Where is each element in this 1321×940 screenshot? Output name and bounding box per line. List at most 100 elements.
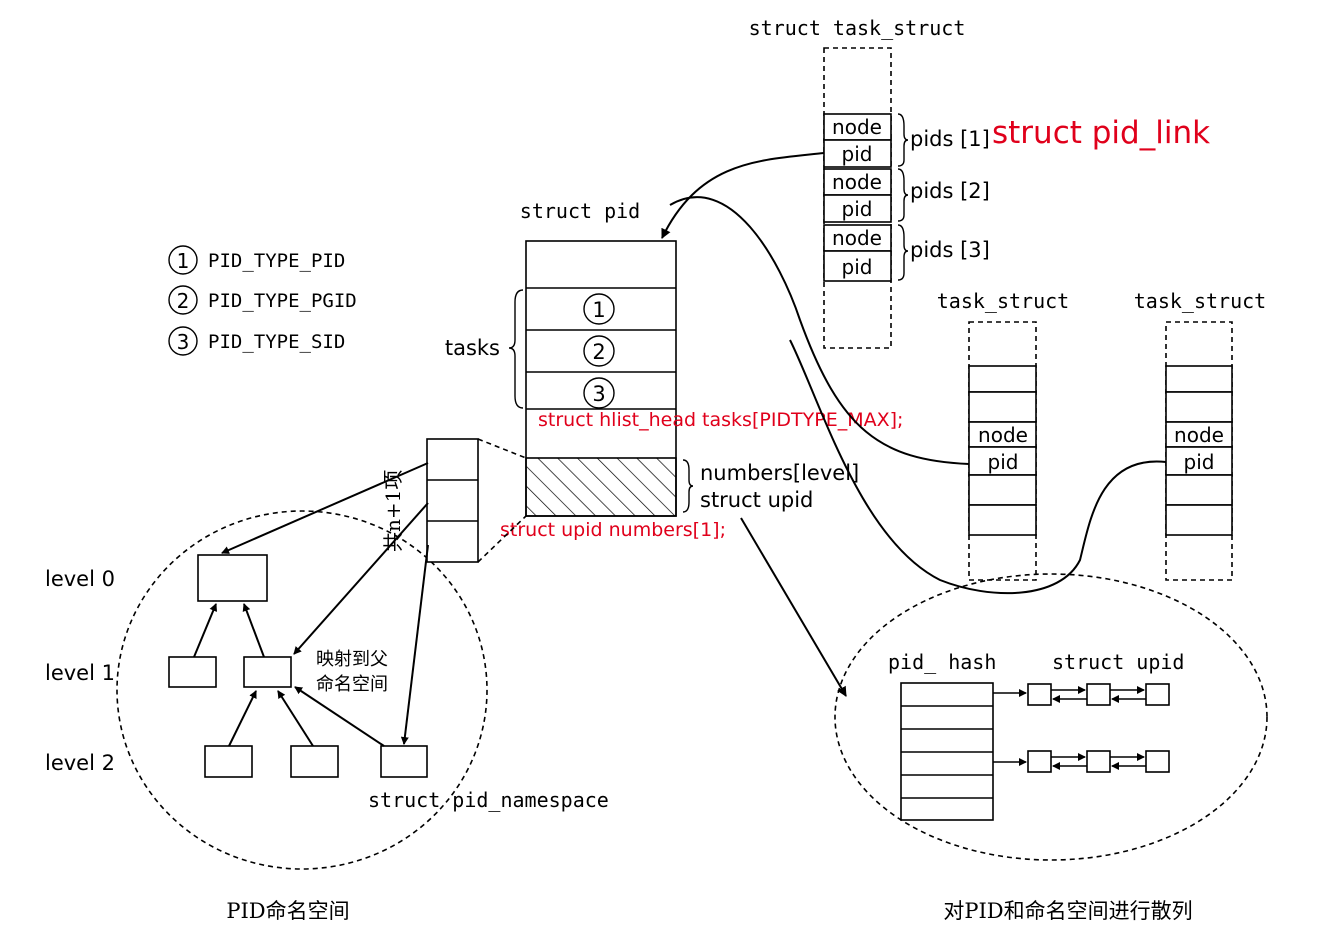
upid-numbers-annotation: struct upid numbers[1]; xyxy=(500,519,726,541)
ns-node-level0 xyxy=(197,554,268,602)
map-label-2: 命名空间 xyxy=(316,674,388,695)
namespace-struct-label: struct pid_namespace xyxy=(368,788,609,812)
hash-upid-title: struct upid xyxy=(1052,650,1184,674)
ns-node-level2-c xyxy=(380,745,428,778)
namespace-ellipse xyxy=(116,510,488,870)
task-struct-a-node-label: node xyxy=(978,423,1028,447)
task-struct-a-row xyxy=(968,391,1037,423)
task-a-curve xyxy=(669,196,970,465)
ns-node-level1-b xyxy=(243,656,292,688)
upid-chain1-node1 xyxy=(1027,683,1052,706)
pid-hash: pid_ hash struct upid 对PID和命名空间进行散列 xyxy=(834,573,1268,923)
task-struct-main-title: struct task_struct xyxy=(749,16,966,40)
upid-chain2-node2 xyxy=(1086,750,1111,773)
task-struct-a-pid-label: pid xyxy=(988,450,1019,474)
pid-link-node-3 xyxy=(823,224,892,252)
namespace-caption: PID命名空间 xyxy=(226,899,349,923)
legend-circle-2 xyxy=(168,285,198,315)
pid-link-node-1 xyxy=(823,113,892,141)
pids-label-1: pids [1] xyxy=(910,127,990,151)
task-struct-b-node-label: node xyxy=(1174,423,1224,447)
ns-parent-edge xyxy=(294,686,385,747)
map-arrow-level1 xyxy=(293,502,429,655)
pids-brace-3 xyxy=(897,224,909,281)
ns-node-level2-a xyxy=(204,745,253,778)
upid-chain1-node3 xyxy=(1145,683,1170,706)
upid-chain2-node1 xyxy=(1027,750,1052,773)
upid-chain1-node2 xyxy=(1086,683,1111,706)
legend-num-1: 1 xyxy=(177,249,190,273)
node-label-3: node xyxy=(832,226,882,250)
ns-parent-edge xyxy=(228,690,257,747)
task-struct-a-title: task_struct xyxy=(937,289,1069,313)
pids-brace-1 xyxy=(897,113,909,167)
legend-text-2: PID_TYPE_PGID xyxy=(208,290,357,312)
task-struct-main: struct task_struct node pid node pid nod… xyxy=(749,16,1210,349)
pid-label-2: pid xyxy=(842,197,873,221)
legend-num-2: 2 xyxy=(177,289,190,313)
task-struct-a-row xyxy=(968,365,1037,393)
pid-link-annotation: struct pid_link xyxy=(992,115,1210,151)
ns-parent-edge xyxy=(242,603,265,658)
pid-type-legend: 1 2 3 PID_TYPE_PID PID_TYPE_PGID PID_TYP… xyxy=(168,245,357,356)
pid-link-pid-2 xyxy=(823,194,892,223)
pid-label-3: pid xyxy=(842,255,873,279)
task-struct-b-row xyxy=(1165,365,1233,393)
task-struct-b-pid-label: pid xyxy=(1184,450,1215,474)
node-label-1: node xyxy=(832,115,882,139)
tasks-brace xyxy=(508,289,524,409)
upid-numbers-hatch xyxy=(525,457,677,517)
task-struct-a: task_struct node pid xyxy=(937,289,1069,581)
ns-node-level1-a xyxy=(168,656,217,688)
legend-text-3: PID_TYPE_SID xyxy=(208,331,345,353)
task-slot-1-circle xyxy=(583,293,615,325)
task-struct-b-row xyxy=(1165,391,1233,423)
task-slot-2: 2 xyxy=(592,340,605,364)
numbers-label: numbers[level] xyxy=(700,461,859,485)
pid-namespace: 共n+1项 level 0 level 1 level 2 映射到父 命名空间 … xyxy=(45,438,609,923)
pids-brace-2 xyxy=(897,168,909,222)
hash-arrow xyxy=(740,517,847,697)
task-struct-b: task_struct node pid xyxy=(1134,289,1266,581)
legend-text-1: PID_TYPE_PID xyxy=(208,250,345,272)
task-struct-b-node xyxy=(1165,421,1233,448)
pid-label-1: pid xyxy=(842,142,873,166)
task-slot-1: 1 xyxy=(592,298,605,322)
expand-line-bottom xyxy=(477,515,527,563)
expand-line-top xyxy=(477,438,527,459)
struct-pid-title: struct pid xyxy=(520,199,640,223)
upid-array xyxy=(426,438,479,563)
hash-ellipse xyxy=(834,573,1268,861)
legend-circle-3 xyxy=(168,326,198,356)
pid-link-arrow xyxy=(661,152,825,239)
task-slot-3: 3 xyxy=(592,382,605,406)
node-label-2: node xyxy=(832,170,882,194)
level-1-label: level 1 xyxy=(45,661,115,685)
pids-label-2: pids [2] xyxy=(910,179,990,203)
pids-label-3: pids [3] xyxy=(910,238,990,262)
struct-pid: struct pid 1 2 3 tasks struct hlist_head… xyxy=(445,199,904,541)
level-0-label: level 0 xyxy=(45,567,115,591)
hash-title: pid_ hash xyxy=(888,650,996,674)
pid-link-pid-3 xyxy=(823,250,892,282)
count-label: 共n+1项 xyxy=(381,470,405,552)
map-arrow-level0 xyxy=(221,462,429,554)
ns-parent-edge xyxy=(193,603,218,658)
task-struct-a-row xyxy=(968,474,1037,506)
legend-num-3: 3 xyxy=(177,330,190,354)
task-struct-b-title: task_struct xyxy=(1134,289,1266,313)
pid-links xyxy=(661,152,1167,697)
task-struct-b-pid xyxy=(1165,446,1233,476)
map-label-1: 映射到父 xyxy=(316,649,388,670)
ns-parent-edge xyxy=(277,690,314,747)
hash-caption: 对PID和命名空间进行散列 xyxy=(943,899,1192,923)
legend-circle-1 xyxy=(168,245,198,275)
numbers-brace xyxy=(682,459,694,513)
task-struct-a-row xyxy=(968,504,1037,536)
task-slot-2-circle xyxy=(583,335,615,367)
task-struct-b-row xyxy=(1165,474,1233,506)
tasks-label: tasks xyxy=(445,336,500,360)
upid-chain2-node3 xyxy=(1145,750,1170,773)
task-struct-a-node xyxy=(968,421,1037,448)
